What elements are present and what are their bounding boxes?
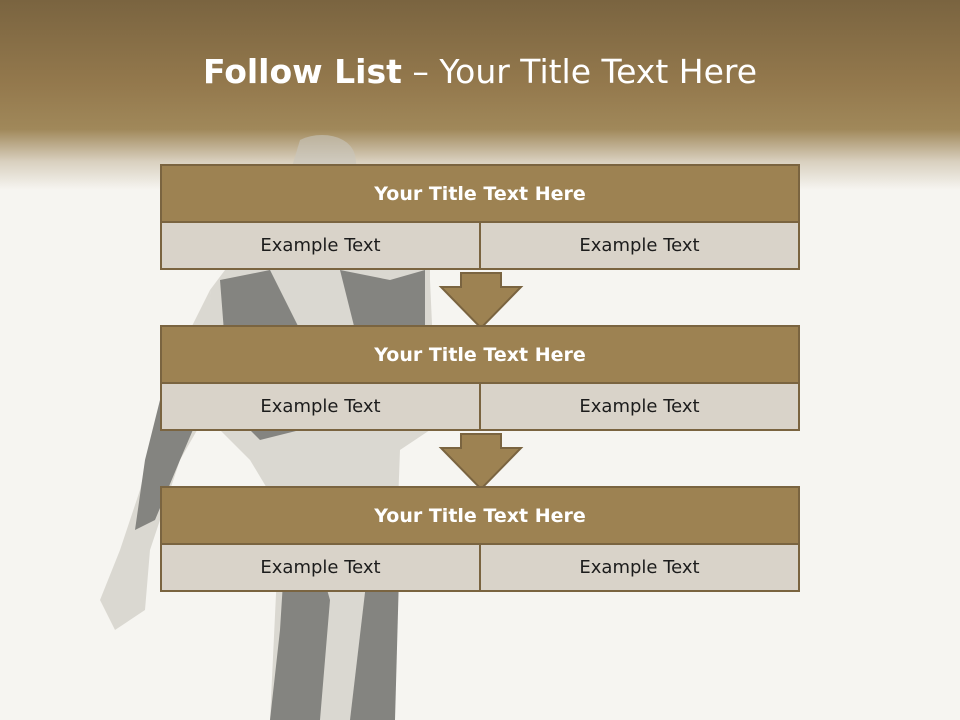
step-title: Your Title Text Here xyxy=(162,488,798,545)
step-cell-left: Example Text xyxy=(162,545,479,590)
step-cell-right: Example Text xyxy=(479,384,798,429)
step-cell-right: Example Text xyxy=(479,545,798,590)
step-title: Your Title Text Here xyxy=(162,327,798,384)
step-cell-left: Example Text xyxy=(162,223,479,268)
page-title-bold: Follow List xyxy=(202,52,402,91)
step-box-1: Your Title Text Here Example Text Exampl… xyxy=(160,164,800,270)
step-box-2: Your Title Text Here Example Text Exampl… xyxy=(160,325,800,431)
down-arrow-icon xyxy=(438,433,524,491)
page-title-rest: – Your Title Text Here xyxy=(401,52,758,91)
step-title: Your Title Text Here xyxy=(162,166,798,223)
page-title: Follow List – Your Title Text Here xyxy=(0,52,960,91)
step-box-3: Your Title Text Here Example Text Exampl… xyxy=(160,486,800,592)
header-band xyxy=(0,0,960,190)
step-cell-right: Example Text xyxy=(479,223,798,268)
step-cell-left: Example Text xyxy=(162,384,479,429)
down-arrow-icon xyxy=(438,272,524,330)
